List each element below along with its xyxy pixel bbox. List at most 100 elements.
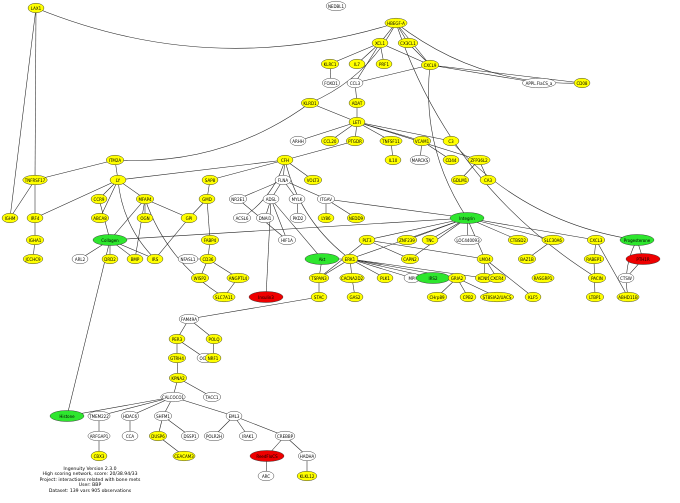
node-pacin[interactable]: PACIN xyxy=(588,272,606,284)
node-mfap4[interactable]: MFAP4 xyxy=(136,193,154,205)
node-cxcl9[interactable]: CXCL9 xyxy=(421,59,439,71)
node-il7[interactable]: IL7 xyxy=(348,58,366,70)
node-gas2[interactable]: GAS2 xyxy=(346,291,364,303)
node-irs2[interactable]: IRS2 xyxy=(415,272,451,284)
node-klf5[interactable]: KLF5 xyxy=(524,291,542,303)
node-crebbp[interactable]: CREBBP xyxy=(274,430,296,442)
node-reedflocs[interactable]: ReedFloCS xyxy=(249,450,285,462)
node-tnfrsf1[interactable]: TNFSF11 xyxy=(379,135,403,147)
node-gdlm1[interactable]: GDLM1 xyxy=(451,174,469,186)
node-ccl20[interactable]: CCL20 xyxy=(321,135,339,147)
node-ccl3[interactable]: CCL3 xyxy=(346,77,364,89)
node-per3[interactable]: PER3 xyxy=(168,333,186,345)
node-vcam1[interactable]: VCAM1 xyxy=(413,135,431,147)
node-plt3[interactable]: PLT3 xyxy=(358,234,376,246)
node-fabp4[interactable]: FABP4 xyxy=(201,234,219,246)
node-ctsw[interactable]: CTSW xyxy=(617,272,635,284)
node-klrc1[interactable]: KLRC1 xyxy=(321,58,339,70)
node-nedbl1[interactable]: NEDBL1 xyxy=(325,0,347,12)
node-calcoco1[interactable]: CALCOCO1 xyxy=(160,391,186,403)
node-acsl6[interactable]: ACSL6 xyxy=(233,212,251,224)
node-kcnis[interactable]: KCNIS xyxy=(475,272,493,284)
node-cd08[interactable]: CD08 xyxy=(573,77,591,89)
node-lax1[interactable]: LAX1 xyxy=(27,2,45,14)
node-tmem222[interactable]: TMEM222 xyxy=(87,410,111,422)
node-ptgdr[interactable]: PTGDR xyxy=(346,135,364,147)
node-plk1[interactable]: PLK1 xyxy=(376,272,394,284)
node-wisp2[interactable]: WISP2 xyxy=(191,272,209,284)
node-fam49a[interactable]: FAM49A xyxy=(178,313,200,325)
node-abhd[interactable]: ABHD11B xyxy=(616,291,640,303)
node-prf1[interactable]: PRF1 xyxy=(375,58,393,70)
node-il10[interactable]: IL10 xyxy=(384,154,402,166)
node-igha1[interactable]: IGHA1 xyxy=(26,234,44,246)
node-tnc[interactable]: TNC xyxy=(421,234,439,246)
node-drd2[interactable]: DRD2 xyxy=(101,253,119,265)
node-lmo4[interactable]: LMO4 xyxy=(476,253,494,265)
node-foxd1[interactable]: FOXD1 xyxy=(322,77,340,89)
node-bmp[interactable]: BMP xyxy=(126,253,144,265)
node-eml3[interactable]: EML3 xyxy=(225,410,243,422)
node-hbegf[interactable]: HBEGF-A xyxy=(384,17,408,29)
node-arc[interactable]: ARC xyxy=(257,470,275,482)
node-cfh[interactable]: CFH xyxy=(276,154,294,166)
node-erk[interactable]: ERK1 xyxy=(341,253,359,265)
node-hdac6[interactable]: HDAC6 xyxy=(121,410,139,422)
node-itgav[interactable]: ITGAV xyxy=(317,193,335,205)
node-dusp6[interactable]: DUSP6 xyxy=(149,430,167,442)
node-rabep1[interactable]: RABEP1 xyxy=(583,253,605,265)
node-flna[interactable]: FLNA xyxy=(274,174,292,186)
node-irak1[interactable]: IRAK1 xyxy=(239,430,257,442)
node-dssp1[interactable]: DSSP1 xyxy=(181,430,199,442)
node-akt[interactable]: Akt xyxy=(304,253,340,265)
node-nrf1[interactable]: NRF1 xyxy=(204,352,222,364)
node-mylk[interactable]: MYLK xyxy=(288,193,306,205)
node-appl[interactable]: APPL.FlaCS_a xyxy=(521,77,557,89)
node-insl3[interactable]: Insulin3 xyxy=(248,291,284,303)
node-arhh[interactable]: ARHH xyxy=(289,135,307,147)
node-znf[interactable]: ZNF239 xyxy=(396,234,418,246)
node-nedd9[interactable]: NEDD9 xyxy=(347,212,365,224)
node-slc30a6[interactable]: SLC30A6 xyxy=(541,234,565,246)
node-pkd2[interactable]: PKD2 xyxy=(289,212,307,224)
node-klkl12[interactable]: KLKL12 xyxy=(296,470,318,482)
node-gmd[interactable]: GMD xyxy=(198,193,216,205)
node-tspan3[interactable]: TSPAN3 xyxy=(308,272,330,284)
node-gria2[interactable]: GRIA2 xyxy=(448,272,466,284)
node-cd44[interactable]: CD44 xyxy=(442,154,460,166)
node-ceacam3[interactable]: CEACAM3 xyxy=(172,450,196,462)
node-itm2a[interactable]: ITM2A xyxy=(106,154,124,166)
node-adsl[interactable]: ADSL xyxy=(262,193,280,205)
node-loc[interactable]: LOC440093 xyxy=(454,234,482,246)
node-cbx3[interactable]: CBX3 xyxy=(90,450,108,462)
node-irf4[interactable]: IRF4 xyxy=(26,212,44,224)
node-klrd1[interactable]: KLRD1 xyxy=(301,97,319,109)
node-arl2[interactable]: ARL2 xyxy=(71,253,89,265)
node-leti[interactable]: LETI xyxy=(348,116,366,128)
node-ltbp1[interactable]: LTBP1 xyxy=(586,291,604,303)
node-gtrh4[interactable]: GTRH4 xyxy=(168,352,186,364)
node-angptl4[interactable]: ANGPTL4 xyxy=(226,272,250,284)
node-integrin[interactable]: Integrin xyxy=(449,212,485,224)
node-stac[interactable]: STAC xyxy=(310,291,328,303)
node-ogn[interactable]: OGN xyxy=(136,212,154,224)
node-tnfrsf17[interactable]: TNFRSF17 xyxy=(22,174,48,186)
node-ly[interactable]: LY xyxy=(109,174,127,186)
node-chrp89[interactable]: CHrp89 xyxy=(426,291,448,303)
node-volt3[interactable]: VOLT3 xyxy=(304,174,322,186)
node-abca8[interactable]: ABCA8 xyxy=(91,212,109,224)
node-cd36[interactable]: CD36 xyxy=(199,253,217,265)
node-cpb2[interactable]: CPB2 xyxy=(459,291,477,303)
node-progesterone[interactable]: Progesterone xyxy=(619,234,655,246)
node-jcchc9[interactable]: JCCHC9 xyxy=(22,253,44,265)
node-shfm1[interactable]: SHFM1 xyxy=(154,410,172,422)
node-zfp36l2[interactable]: ZFP36L2 xyxy=(467,154,491,166)
node-ca3[interactable]: CA3 xyxy=(479,174,497,186)
node-cxcl3[interactable]: CXCL3 xyxy=(587,234,605,246)
node-hadha[interactable]: HADHA xyxy=(298,450,316,462)
node-capn2[interactable]: CAPN2 xyxy=(401,253,419,265)
node-ccr9[interactable]: CCR9 xyxy=(90,193,108,205)
node-cxcr4[interactable]: CXCR4 xyxy=(488,272,506,284)
node-rasgrp1[interactable]: RASGRP1 xyxy=(531,272,555,284)
node-st8sia[interactable]: ST8SIA2/UACS xyxy=(479,291,515,303)
